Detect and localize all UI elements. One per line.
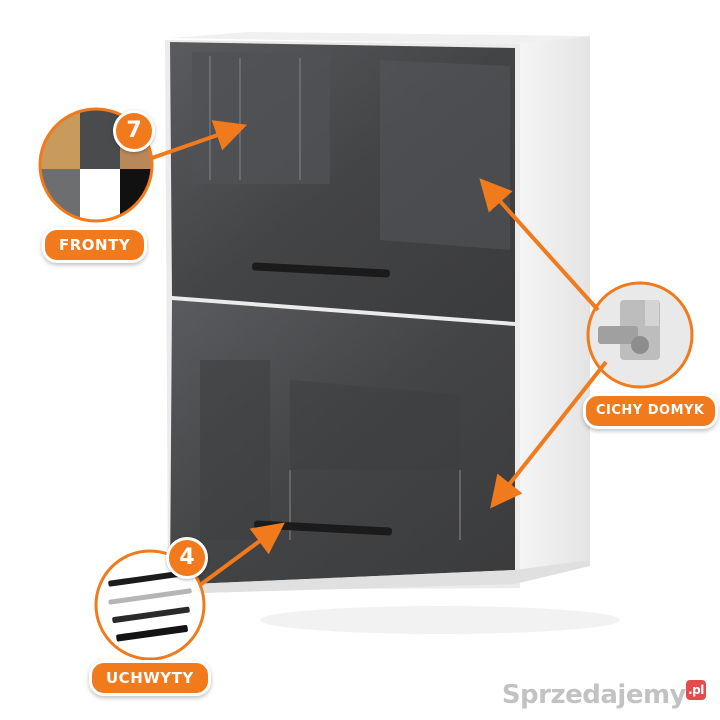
hinge-label: CICHY DOMYK: [583, 393, 718, 429]
hinge-arrow-top: [479, 178, 600, 312]
fronts-count-badge: 7: [113, 110, 155, 152]
cabinet: [165, 32, 590, 594]
handles-count-badge: 4: [166, 537, 208, 579]
floor-shadow: [260, 606, 620, 634]
fronts-swatch-circle: [38, 107, 154, 223]
handles-arrow: [198, 522, 285, 587]
handles-label: UCHWYTY: [89, 660, 211, 696]
fronts-label: FRONTY: [42, 227, 148, 263]
top-door-handle: [252, 262, 390, 278]
cabinet-side: [515, 36, 590, 580]
bottom-door-handle: [254, 520, 392, 536]
watermark-tld: .pl: [686, 680, 706, 700]
watermark-text: Sprzedajemy: [501, 680, 687, 710]
fronts-arrow: [151, 120, 248, 160]
hinge-circle: [586, 281, 694, 389]
handles-circle: [94, 549, 206, 661]
watermark: Sprzedajemy.pl: [502, 680, 706, 710]
hinge-arrow-bottom: [490, 360, 608, 509]
